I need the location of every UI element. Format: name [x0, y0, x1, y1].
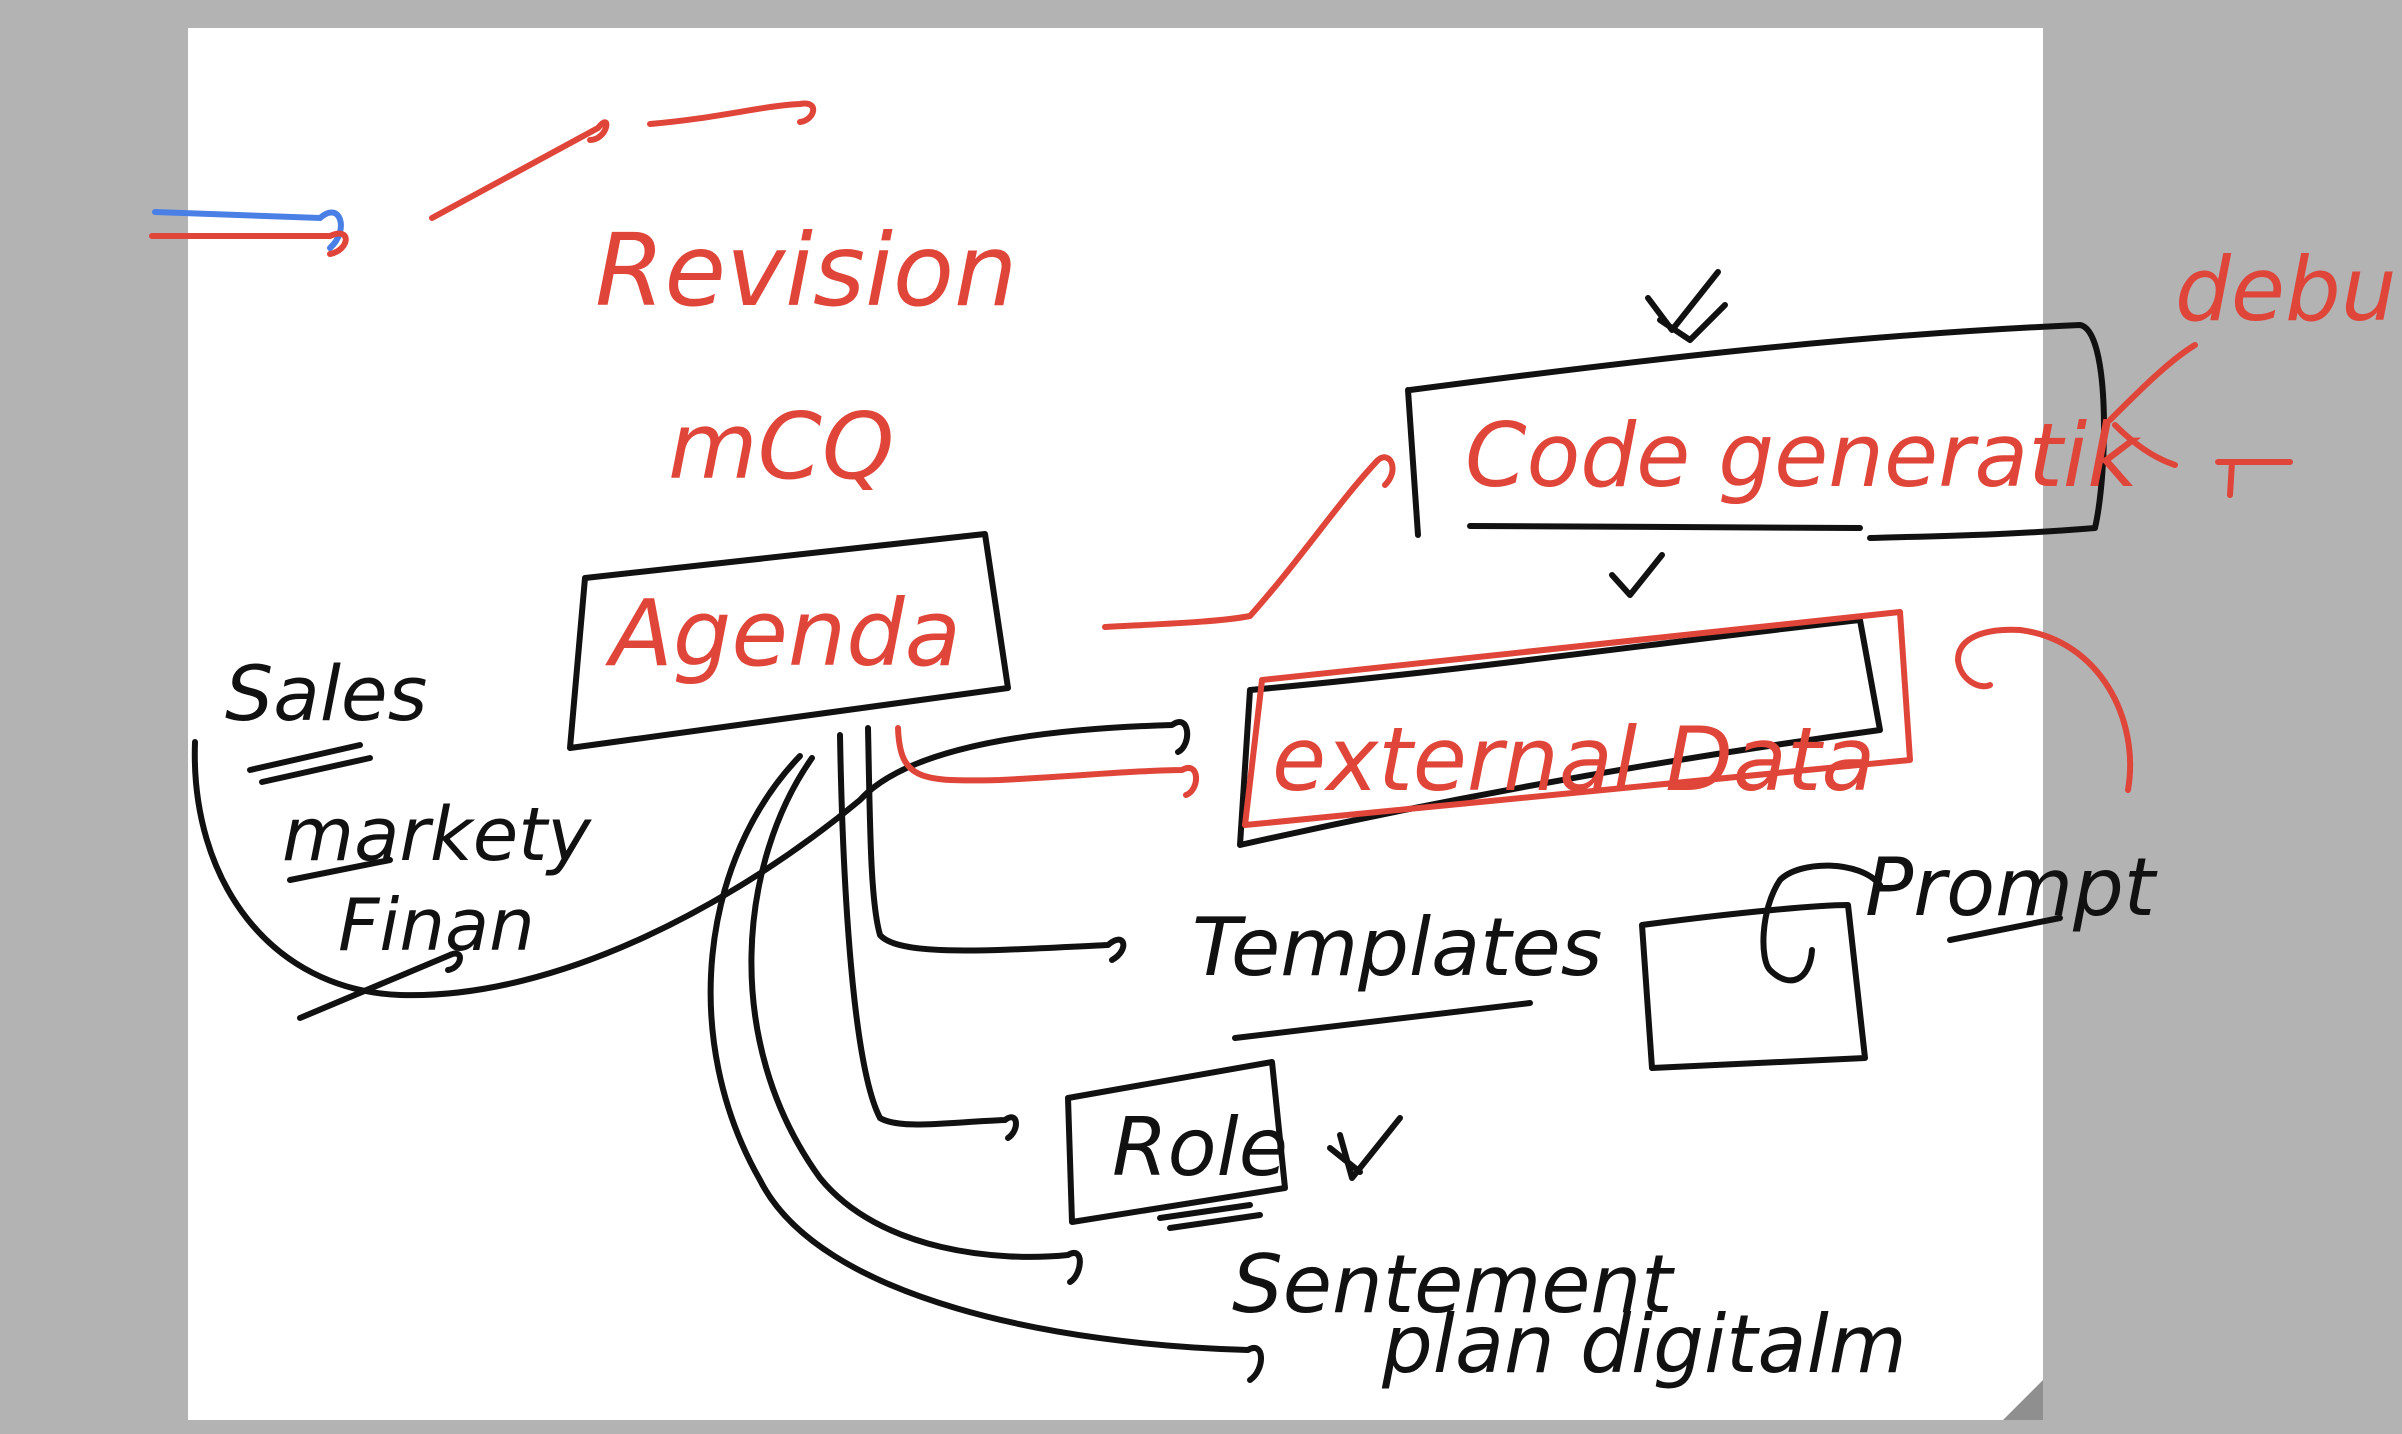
plan-digital-label: plan digitalm — [1381, 1298, 1907, 1391]
finance-label: Finan — [338, 883, 535, 967]
finance-arrow — [297, 950, 463, 1021]
debug-branch-arrow — [2107, 342, 2293, 498]
debug-label: debu — [2175, 238, 2397, 341]
branch-to-templates — [865, 725, 1127, 963]
red-arrow-diagonal-icon — [429, 119, 610, 221]
red-loop-arrow — [1955, 626, 2134, 793]
prompt-loop-icon — [1760, 862, 1883, 984]
branch-to-plan-digital — [707, 753, 1264, 1383]
page-corner-fold-icon[interactable] — [2003, 1380, 2043, 1420]
branch-to-external-data — [191, 719, 1191, 999]
blue-arrow-icon — [152, 209, 344, 251]
role-underline — [1157, 1202, 1263, 1231]
red-arrow-top-icon — [647, 100, 817, 127]
sales-label: Sales — [225, 649, 427, 738]
prompt-underline — [1947, 915, 2063, 943]
sentiment-label: Sentement — [1232, 1238, 1675, 1331]
prompt-label: Prompt — [1865, 841, 2158, 934]
check-mark-icon — [1609, 552, 1665, 598]
marketing-label: markety — [282, 792, 592, 878]
red-arrow-left-icon — [149, 230, 349, 257]
whiteboard-page[interactable] — [188, 28, 2043, 1420]
prompt-box — [1639, 902, 1868, 1071]
agenda-label: Agenda — [605, 580, 961, 687]
code-generation-box — [1405, 322, 2107, 541]
agenda-box — [567, 531, 1011, 751]
templates-underline — [1232, 1000, 1533, 1041]
red-branch-to-external-data — [895, 725, 1200, 798]
templates-label: Templates — [1192, 901, 1602, 994]
check-mark-icon — [1327, 1115, 1403, 1181]
external-data-box-red — [1242, 609, 1913, 828]
branch-to-role — [837, 732, 1019, 1141]
marketing-underline — [287, 857, 393, 883]
mcq-label: mCQ — [668, 393, 894, 500]
red-line-to-code-box — [1102, 454, 1396, 630]
sales-underline — [247, 742, 373, 785]
role-label: Role — [1112, 1101, 1288, 1194]
role-box — [1065, 1059, 1288, 1225]
branch-to-sentiment — [748, 755, 1083, 1285]
check-mark-icon — [1645, 269, 1728, 343]
code-generation-label: Code generatik — [1465, 404, 2141, 507]
revision-label: Revision — [595, 212, 1017, 329]
external-data-label: external Data — [1272, 708, 1875, 811]
